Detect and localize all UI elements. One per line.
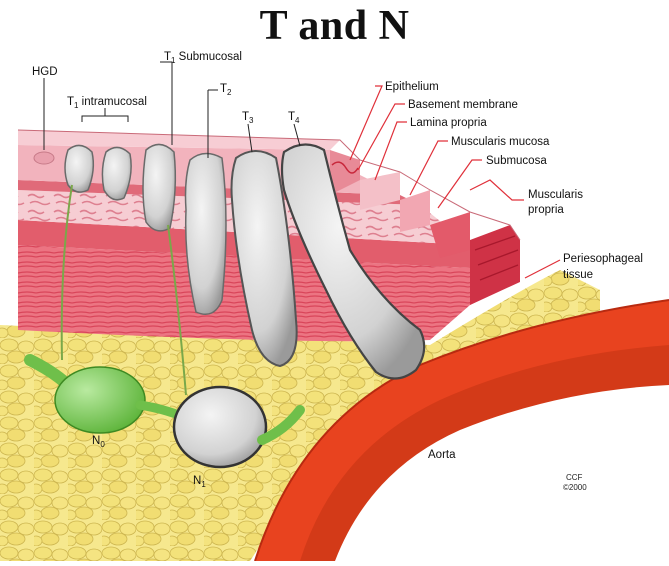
label-periesophageal-line2: tissue <box>563 269 593 281</box>
label-t4: T4 <box>288 111 300 125</box>
label-aorta: Aorta <box>428 449 456 461</box>
tumor-t1-intramucosal-b <box>102 147 131 199</box>
label-periesophageal-line1: Periesophageal <box>563 253 643 265</box>
label-t1-submucosal: T1 Submucosal <box>164 51 242 65</box>
label-muscularis-mucosa: Muscularis mucosa <box>451 136 550 148</box>
label-basement-membrane: Basement membrane <box>408 99 518 111</box>
credit-line1: CCF <box>566 473 583 482</box>
label-hgd: HGD <box>32 66 58 78</box>
hgd-lesion <box>34 152 54 164</box>
label-t2: T2 <box>220 83 232 97</box>
label-muscularis-propria-line2: propria <box>528 204 564 216</box>
tumor-t2 <box>186 153 227 314</box>
label-lamina-propria: Lamina propria <box>410 117 487 129</box>
label-t3: T3 <box>242 111 254 125</box>
tumor-t1-submucosal <box>143 144 175 230</box>
credit-line2: ©2000 <box>563 483 587 492</box>
label-epithelium: Epithelium <box>385 81 439 93</box>
label-muscularis-propria-line1: Muscularis <box>528 189 583 201</box>
tumor-t1-intramucosal-a <box>65 145 93 192</box>
diagram-title: T and N <box>0 2 669 50</box>
label-t1-intramucosal: T1 intramucosal <box>67 96 147 110</box>
label-submucosa: Submucosa <box>486 155 547 167</box>
